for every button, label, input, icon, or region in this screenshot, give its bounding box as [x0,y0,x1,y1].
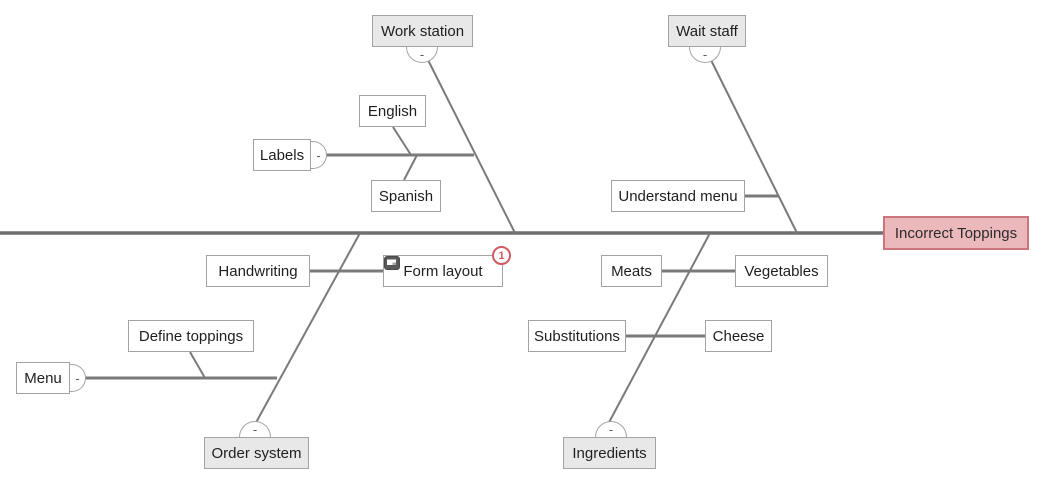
cause-label: Form layout [403,262,483,280]
badge-count: 1 [498,249,505,262]
minus-icon: - [252,422,258,437]
cause-label: Labels [259,146,305,164]
minus-icon: - [608,422,614,437]
rib-work-station [423,51,516,234]
comment-count-badge[interactable]: 1 [492,246,511,265]
cause-box-english[interactable]: English [359,95,426,127]
cause-label: Understand menu [618,187,738,205]
cause-label: Spanish [378,187,434,205]
rib-order-system [252,232,361,429]
cause-label: Substitutions [534,327,620,345]
cause-box-spanish[interactable]: Spanish [371,180,441,212]
minus-icon: - [75,370,80,386]
effect-label: Incorrect Toppings [894,224,1018,242]
minus-icon: - [419,47,425,62]
conn-define-toppings [189,351,206,379]
minus-icon: - [316,147,321,163]
category-label: Ingredients [572,444,647,462]
effect-box-incorrect-toppings[interactable]: Incorrect Toppings [883,216,1029,250]
cause-box-vegetables[interactable]: Vegetables [735,255,828,287]
cause-box-labels[interactable]: Labels [253,139,311,171]
cause-box-handwriting[interactable]: Handwriting [206,255,310,287]
cause-box-menu[interactable]: Menu [16,362,70,394]
cause-label: Define toppings [138,327,244,345]
category-label: Order system [211,444,302,462]
category-label: Wait staff [676,22,738,40]
cause-box-form-layout[interactable]: Form layout 1 [383,246,511,287]
cause-label: Menu [24,369,62,387]
rib-wait-staff [706,51,798,234]
cause-box-understand-menu[interactable]: Understand menu [611,180,745,212]
category-box-wait-staff[interactable]: Wait staff [668,15,746,47]
cause-box-substitutions[interactable]: Substitutions [528,320,626,352]
conn-spanish [403,154,418,181]
note-icon [384,256,400,270]
cause-box-meats[interactable]: Meats [601,255,662,287]
cause-label: Cheese [712,327,765,345]
cause-box-define-toppings[interactable]: Define toppings [128,320,254,352]
cause-label: Meats [611,262,652,280]
category-label: Work station [380,22,465,40]
category-box-work-station[interactable]: Work station [372,15,473,47]
category-box-ingredients[interactable]: Ingredients [563,437,656,469]
conn-english [392,126,412,156]
minus-icon: - [702,47,708,62]
rib-ingredients [605,232,711,429]
cause-label: Handwriting [218,262,298,280]
cause-label: Vegetables [744,262,819,280]
cause-box-cheese[interactable]: Cheese [705,320,772,352]
cause-label: English [367,102,418,120]
category-box-order-system[interactable]: Order system [204,437,309,469]
